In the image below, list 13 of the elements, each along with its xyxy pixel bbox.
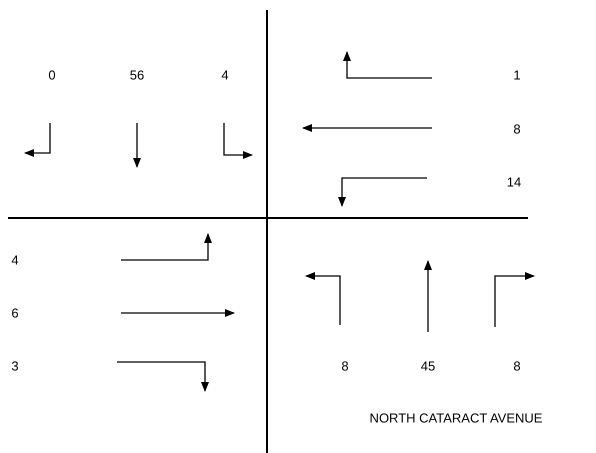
traffic-count: 1 <box>513 68 521 82</box>
traffic-count: 45 <box>420 360 436 372</box>
traffic-count: 3 <box>11 360 19 372</box>
traffic-count: 6 <box>11 306 19 320</box>
traffic-count: 8 <box>513 122 521 136</box>
traffic-count: 8 <box>513 360 521 372</box>
traffic-count: 56 <box>130 68 144 82</box>
street-name: NORTH CATARACT AVENUE <box>370 412 542 424</box>
traffic-count: 4 <box>221 68 229 82</box>
traffic-count: 4 <box>11 254 19 266</box>
traffic-count: 8 <box>341 360 349 372</box>
traffic-count: 0 <box>48 68 56 82</box>
traffic-count: 14 <box>506 176 522 188</box>
